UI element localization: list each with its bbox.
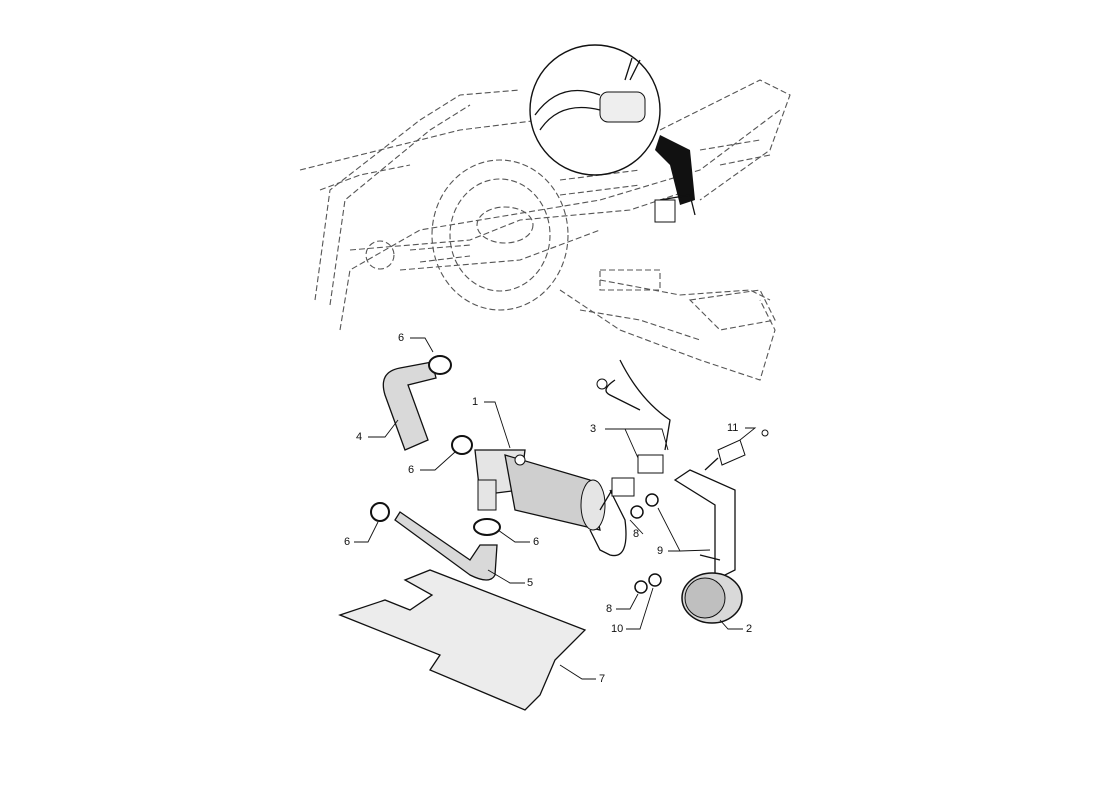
callout-9: 9 [657, 545, 664, 557]
callout-5: 5 [527, 577, 534, 589]
hose-clamp-6-left [370, 502, 390, 522]
nut-8-lower [634, 580, 648, 594]
dashboard-outline [299, 79, 791, 381]
callout-1: 1 [472, 396, 479, 408]
bolt-11 [704, 429, 769, 471]
callout-6: 6 [344, 536, 351, 548]
callout-4: 4 [356, 431, 363, 443]
insulation-pad-7 [338, 569, 587, 711]
water-pump-1 [474, 449, 627, 557]
hose-5 [394, 511, 498, 581]
hose-clamp-6-top [428, 355, 452, 375]
detail-inset [529, 44, 696, 223]
wiring-harness-3 [596, 359, 671, 511]
callout-3: 3 [590, 423, 597, 435]
hose-4 [382, 361, 437, 451]
nut-8-upper [630, 505, 644, 519]
hose-clamp-6-mid [451, 435, 473, 455]
callout-10: 10 [611, 623, 624, 635]
bracket-2 [673, 469, 743, 624]
callout-6: 6 [533, 536, 540, 548]
callout-2: 2 [746, 623, 753, 635]
leader-lines [354, 337, 757, 680]
washer-9 [645, 493, 659, 507]
washer-10 [648, 573, 662, 587]
callout-8: 8 [633, 528, 640, 540]
callout-6: 6 [398, 332, 405, 344]
hose-clamp-6-right [473, 518, 501, 536]
callout-8: 8 [606, 603, 613, 615]
callout-6: 6 [408, 464, 415, 476]
callout-7: 7 [599, 673, 606, 685]
callout-11: 11 [727, 422, 739, 434]
